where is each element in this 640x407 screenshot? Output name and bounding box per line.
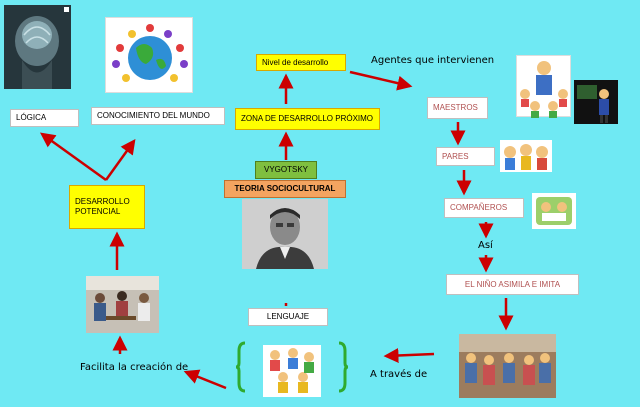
- facilita-label: Facilita la creación de: [80, 362, 189, 373]
- nivel-de-desarrollo-node: Nivel de desarrollo: [256, 54, 346, 71]
- maestros-node: MAESTROS: [427, 97, 488, 119]
- left-brace-decoration: [235, 341, 246, 393]
- peers-children-image: [500, 140, 552, 172]
- globe-children-image: [105, 17, 193, 93]
- desarrollo-potencial-node: DESARROLLO POTENCIAL: [69, 185, 145, 229]
- arrow-desarrollo-conocimiento: [104, 138, 136, 181]
- children-class-photo-image: [459, 334, 556, 398]
- brain-head-image: [4, 5, 71, 89]
- a-traves-de-label: A través de: [370, 369, 428, 380]
- vygotsky-portrait-image: [242, 199, 328, 269]
- lenguaje-node: LENGUAJE: [248, 308, 328, 326]
- vygotsky-node: VYGOTSKY: [255, 161, 317, 179]
- teacher-children-image: [516, 55, 571, 118]
- pares-node: PARES: [436, 147, 495, 166]
- nino-asimila-imita-node: EL NIÑO ASIMILA E IMITA: [446, 274, 579, 295]
- logica-node: LÓGICA: [10, 109, 79, 127]
- conocimiento-del-mundo-node: CONOCIMIENTO DEL MUNDO: [91, 107, 225, 125]
- arrow-photo-traves: [383, 347, 435, 363]
- classmates-reading-image: [532, 193, 576, 229]
- teacher-blackboard-image: [574, 80, 618, 124]
- teoria-sociocultural-node: TEORIA SOCIOCULTURAL: [224, 180, 346, 198]
- children-talking-image: [263, 345, 321, 397]
- arrow-nivel-maestros: [349, 70, 413, 91]
- asi-label: Así: [478, 240, 493, 251]
- zona-desarrollo-proximo-node: ZONA DE DESARROLLO PRÓXIMO: [235, 108, 380, 130]
- classroom-group-image: [86, 276, 159, 333]
- arrow-children-facilita: [183, 369, 227, 390]
- companeros-node: COMPAÑEROS: [444, 198, 524, 218]
- agentes-label: Agentes que intervienen: [371, 55, 495, 66]
- arrow-desarrollo-logica: [39, 132, 107, 182]
